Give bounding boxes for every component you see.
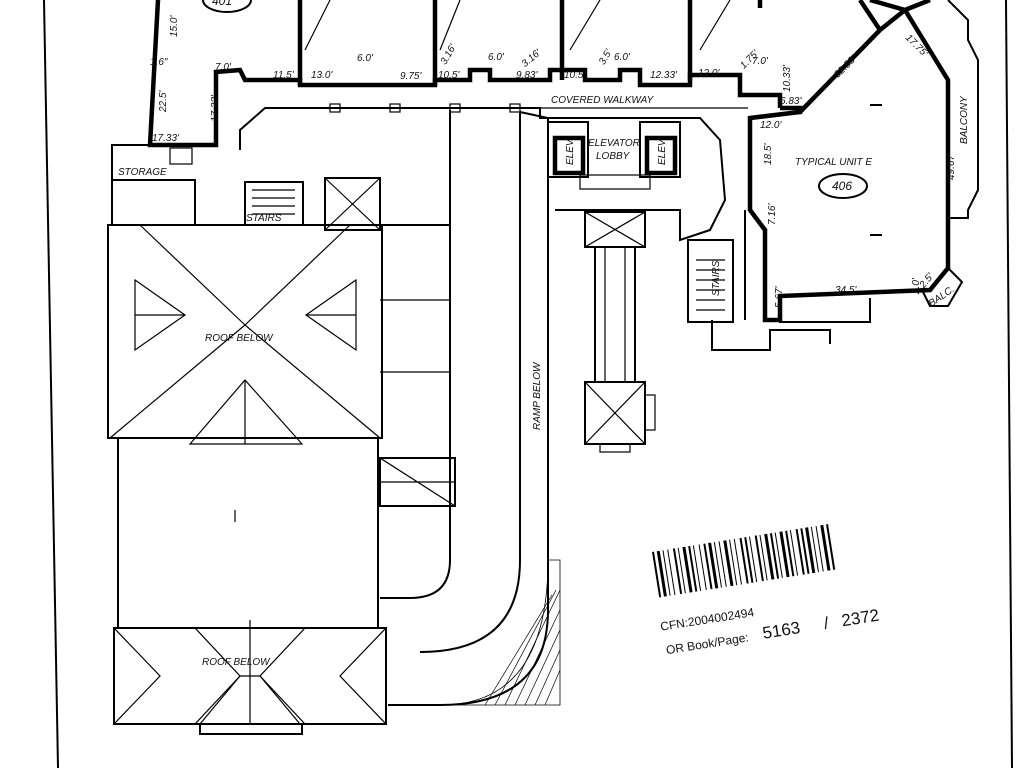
barcode-bar (795, 528, 805, 575)
dim-7-0-b: 7.0' (752, 56, 769, 67)
barcode-bar (739, 537, 749, 584)
barcode-bar (677, 547, 686, 594)
dim-10-5-a: 10.5' (438, 70, 460, 81)
west-building-middle (117, 437, 379, 629)
elev-label-left: ELEV (565, 138, 576, 165)
dim-17-33-bottom: 17.33' (152, 133, 180, 144)
dim-6-0-b: 6.0' (488, 52, 505, 63)
unit-406-outline (711, 0, 979, 351)
dim-11-5: 11.5' (273, 70, 295, 81)
dim-34-5: 34.5' (835, 285, 857, 296)
barcode-bar (759, 534, 768, 581)
recording-stamp: CFN:2004002494 OR Book/Page: 5163 / 2372 (659, 605, 880, 657)
barcode-bar (800, 528, 810, 574)
unit-406-bubble (818, 173, 868, 199)
barcode-bar (785, 530, 795, 577)
barcode-bar (764, 533, 775, 580)
dim-6-0-a: 6.0' (357, 53, 374, 64)
upper-units-outline (147, 0, 783, 148)
dim-12-0-b: 12.0' (760, 120, 782, 131)
dim-13-0: 13.0' (311, 70, 333, 81)
barcode-bar (656, 550, 667, 597)
east-stair (687, 239, 734, 323)
barcode-bar (789, 530, 799, 576)
dim-6-83: 6.83' (780, 96, 802, 107)
elevator-lobby-label-2: LOBBY (596, 151, 631, 162)
barcode-bar (769, 533, 780, 579)
barcode-bar (708, 542, 719, 589)
page-number: 2372 (840, 606, 880, 631)
barcode-bar (652, 551, 662, 598)
barcode-bar (810, 526, 820, 573)
dim-9-83: 9.83' (516, 70, 538, 81)
barcode-bar (754, 535, 764, 582)
barcode-bar (826, 524, 836, 570)
elev-label-right: ELEV (657, 138, 668, 165)
stairs-label-east: STAIRS (711, 260, 722, 296)
roof-below-lower-label: ROOF BELOW (202, 657, 271, 668)
barcode-bar (672, 548, 683, 595)
barcode-bar (820, 524, 831, 571)
unit-406-label: 406 (832, 179, 852, 193)
dim-9-75: 9.75' (400, 71, 422, 82)
unit-401-label: 401 (212, 0, 232, 8)
dim-18-5: 18.5' (763, 143, 774, 165)
parking-ramp (379, 110, 561, 706)
barcode-bar (718, 541, 727, 587)
balcony-label: BALCONY (959, 95, 970, 144)
barcode-bar (744, 537, 754, 583)
dim-12-33: 12.33' (650, 70, 678, 81)
barcode-bar (703, 543, 713, 590)
storage-and-stair (110, 144, 381, 231)
storage-label: STORAGE (118, 167, 167, 178)
dim-5-67: 5.67' (774, 286, 785, 308)
dim-2-0: 2.0' (911, 277, 922, 295)
dim-7-16: 7.16' (767, 203, 778, 225)
dim-10-5-b: 10.5' (564, 70, 586, 81)
dim-6-0-c: 6.0' (614, 52, 631, 63)
sheet-border-right (1005, 0, 1013, 768)
barcode-bar (713, 542, 723, 588)
covered-walkway-label: COVERED WALKWAY (551, 95, 655, 106)
roof-below-upper-label: ROOF BELOW (205, 333, 274, 344)
barcode-bar (815, 525, 824, 572)
cfn-number: CFN:2004002494 (659, 605, 755, 634)
barcode-bar (692, 545, 702, 591)
dim-49-67: 49.67' (946, 152, 957, 180)
dim-7-0-a: 7.0' (215, 62, 232, 73)
book-number: 5163 (761, 618, 801, 643)
dim-15-0: 15.0' (169, 15, 180, 37)
barcode-bar (682, 546, 693, 593)
ramp-below-label: RAMP BELOW (532, 361, 543, 430)
barcode-bar (729, 539, 738, 586)
barcode-bar (805, 527, 816, 574)
dim-17-33-side: 17.33' (210, 94, 221, 122)
sheet-border-left (43, 0, 59, 768)
barcode-bar (723, 540, 734, 587)
barcode-bar (748, 536, 758, 583)
barcode-bar (688, 545, 698, 592)
covered-walkway (239, 103, 748, 242)
barcode-bar (662, 550, 671, 596)
dim-1-6: 1.6" (150, 57, 168, 68)
book-page-label: OR Book/Page: (665, 630, 750, 657)
barcode-bar (779, 531, 790, 578)
slash: / (822, 614, 830, 634)
dim-3-16-b: 3.16' (520, 47, 544, 70)
barcode-bar (774, 532, 783, 579)
dim-3-5: 3.5' (597, 47, 615, 67)
typical-unit-e-label: TYPICAL UNIT E (795, 157, 872, 168)
stairs-label-west: STAIRS (246, 213, 282, 224)
dim-10-33: 10.33' (782, 64, 793, 92)
barcode-bar (698, 544, 707, 591)
barcode (652, 524, 836, 598)
barcode-bar (667, 549, 676, 596)
roof-below-lower (112, 620, 388, 735)
dim-22-5: 22.5' (158, 90, 169, 113)
barcode-bar (733, 538, 742, 585)
bridge-connector (584, 211, 656, 453)
elevator-lobby-label-1: ELEVATOR (588, 138, 640, 149)
dim-12-0-a: 12.0' (698, 68, 720, 79)
